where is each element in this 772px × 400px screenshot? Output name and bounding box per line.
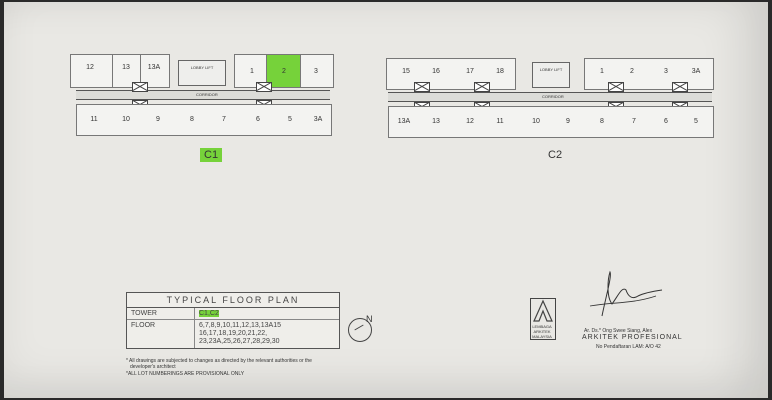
unit-label: 10 bbox=[122, 116, 130, 123]
unit-label: 11 bbox=[90, 116, 98, 123]
unit-label: 3 bbox=[314, 68, 318, 75]
unit-label: 9 bbox=[566, 118, 570, 125]
fan-coil-icon bbox=[256, 82, 272, 92]
note-line: * All drawings are subjected to changes … bbox=[126, 358, 312, 364]
drawing-sheet: LOBBY LIFT 12 13 13A 1 2 3 CORRIDOR 11 1… bbox=[4, 2, 768, 398]
architect-title: ARKITEK PROFESIONAL bbox=[582, 334, 683, 341]
unit-label: 3A bbox=[313, 116, 323, 123]
unit-label: 18 bbox=[496, 68, 504, 75]
unit-label: 11 bbox=[496, 118, 504, 125]
unit-label: 5 bbox=[694, 118, 698, 125]
unit-label: 12 bbox=[466, 118, 474, 125]
unit-label: 10 bbox=[532, 118, 540, 125]
unit-label: 12 bbox=[86, 64, 94, 71]
unit-label: 1 bbox=[250, 68, 254, 75]
floor-plan-c1: LOBBY LIFT 12 13 13A 1 2 3 CORRIDOR 11 1… bbox=[70, 50, 336, 142]
fan-coil-icon bbox=[608, 82, 624, 92]
architect-signature bbox=[589, 270, 663, 317]
table-title: TYPICAL FLOOR PLAN bbox=[127, 293, 339, 308]
floor-value: 16,17,18,19,20,21,22, bbox=[199, 330, 268, 337]
unit-label: 5 bbox=[288, 116, 292, 123]
lobby-lift: LOBBY LIFT bbox=[178, 60, 226, 86]
unit-label: 3A bbox=[691, 68, 701, 75]
unit-label: 3 bbox=[664, 68, 668, 75]
fan-coil-icon bbox=[132, 82, 148, 92]
unit-label: 16 bbox=[432, 68, 440, 75]
unit-label: 6 bbox=[256, 116, 260, 123]
floor-value: 6,7,8,9,10,11,12,13,13A15 bbox=[199, 322, 281, 329]
unit-label: 2 bbox=[282, 68, 286, 75]
lam-logo-icon bbox=[530, 298, 556, 340]
fan-coil-icon bbox=[474, 82, 490, 92]
fan-coil-icon bbox=[414, 82, 430, 92]
note-line: developer's architect bbox=[130, 364, 176, 370]
unit-label: 1 bbox=[600, 68, 604, 75]
north-arrow-icon bbox=[348, 318, 372, 342]
unit-label: 13A bbox=[147, 64, 161, 71]
tower-tag-c1: C1 bbox=[200, 148, 223, 162]
tower-tag-c2: C2 bbox=[548, 149, 563, 161]
registration-number: No Pendaftaran LAM: A/O 42 bbox=[596, 344, 661, 350]
unit-label: 7 bbox=[222, 116, 226, 123]
tower-value: C1,C2 bbox=[199, 310, 219, 317]
north-label: N bbox=[366, 314, 373, 324]
unit-label: 8 bbox=[600, 118, 604, 125]
architect-name: Ar. Ds.* Ong Swee Siang, Alex bbox=[584, 328, 653, 334]
unit-label: 13 bbox=[122, 64, 130, 71]
unit-label: 17 bbox=[466, 68, 474, 75]
logo-text: LEMBAGA bbox=[532, 324, 552, 329]
logo-text: ARKITEK bbox=[533, 329, 551, 334]
corridor-label: CORRIDOR bbox=[196, 92, 218, 97]
fan-coil-icon bbox=[672, 82, 688, 92]
unit-label: 9 bbox=[156, 116, 160, 123]
floor-value: 23,23A,25,26,27,28,29,30 bbox=[199, 338, 280, 345]
corridor bbox=[76, 90, 330, 100]
unit-label: 8 bbox=[190, 116, 194, 123]
corridor-label: CORRIDOR bbox=[542, 94, 564, 99]
unit-label: 6 bbox=[664, 118, 668, 125]
unit-label: 7 bbox=[632, 118, 636, 125]
corridor bbox=[388, 92, 712, 102]
lobby-lift: LOBBY LIFT bbox=[532, 62, 570, 88]
tower-label: TOWER bbox=[127, 308, 195, 319]
unit-label: 15 bbox=[402, 68, 410, 75]
unit-label: 13 bbox=[432, 118, 440, 125]
typical-floor-plan-table: TYPICAL FLOOR PLAN TOWER C1,C2 FLOOR 6,7… bbox=[126, 292, 340, 349]
unit-label: 13A bbox=[397, 118, 411, 125]
floor-label: FLOOR bbox=[127, 320, 195, 348]
note-line: *ALL LOT NUMBERINGS ARE PROVISIONAL ONLY bbox=[126, 371, 245, 377]
unit-2-highlight bbox=[266, 54, 302, 88]
unit-label: 2 bbox=[630, 68, 634, 75]
floor-plan-c2: LOBBY LIFT 15 16 17 18 1 2 3 3A CORRIDOR… bbox=[376, 52, 716, 144]
logo-text: MALAYSIA bbox=[532, 334, 552, 339]
